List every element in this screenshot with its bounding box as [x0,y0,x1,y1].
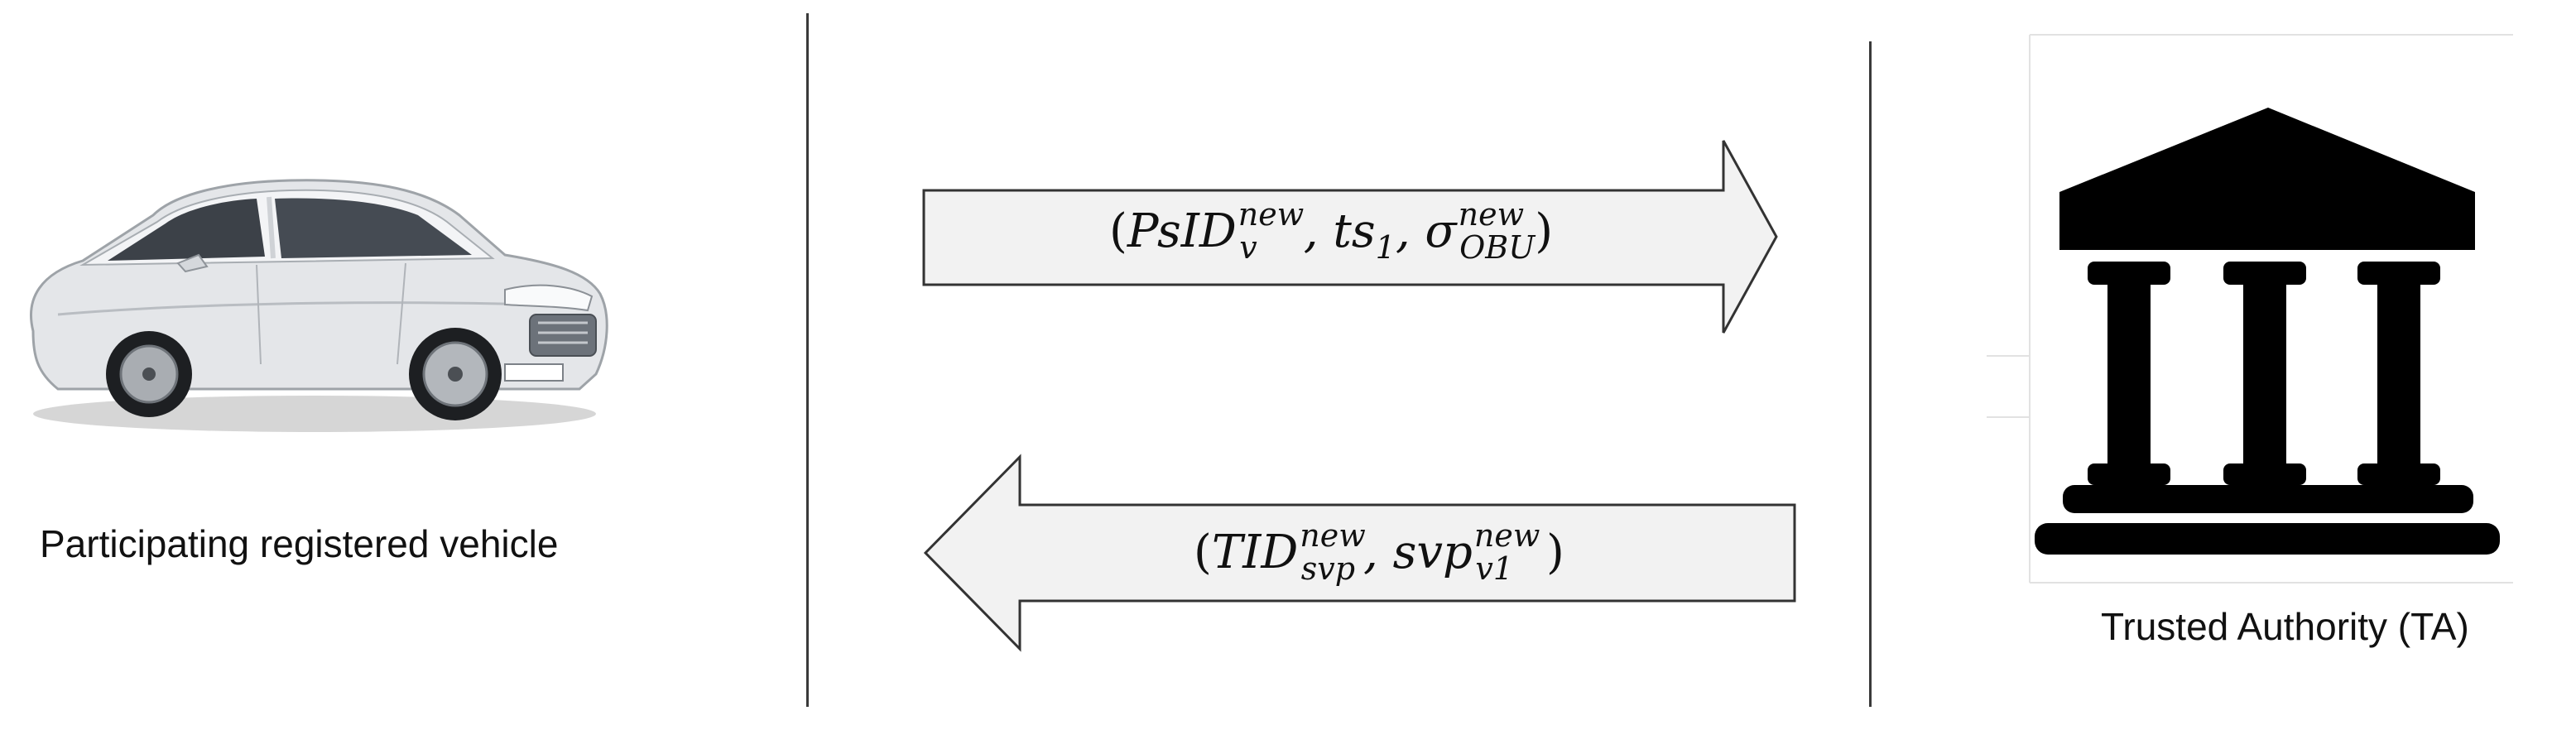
paren-open: ( [1194,526,1212,579]
car-icon [30,179,608,432]
message-to-vehicle: (TIDnewsvp, svpnewv1) [1194,520,1564,584]
msg-sep: , [1395,204,1425,258]
msg-tid-sub: svp [1300,550,1356,587]
msg-svp-sup: new [1473,517,1540,554]
right-divider [1869,41,1872,707]
msg-signature-sup: new [1458,196,1525,233]
paren-close: ) [1535,204,1554,258]
msg-tid: TID [1211,526,1299,579]
msg-pseudonym-sub: v [1239,229,1257,266]
government-building-icon [1987,34,2513,584]
authority-caption: Trusted Authority (TA) [2101,605,2469,648]
msg-svp: svp [1392,526,1473,579]
msg-timestamp: ts [1333,204,1376,258]
msg-timestamp-sub: 1 [1375,229,1396,266]
paren-close: ) [1546,526,1564,579]
left-divider [806,13,809,707]
paren-open: ( [1109,204,1127,258]
arrow-left [923,454,1796,652]
msg-svp-sub: v1 [1475,550,1514,587]
msg-signature: σ [1425,204,1457,258]
msg-signature-sub: OBU [1459,229,1536,266]
msg-tid-sup: new [1300,517,1366,554]
msg-sep: , [1303,204,1334,258]
msg-sep: , [1363,526,1393,579]
msg-pseudonym-sup: new [1238,196,1305,233]
msg-pseudonym: PsID [1127,204,1237,258]
vehicle-caption: Participating registered vehicle [40,522,559,565]
arrow-right [922,140,1778,334]
message-to-ta: (PsIDnewv, ts1, σnewOBU) [1109,199,1553,263]
